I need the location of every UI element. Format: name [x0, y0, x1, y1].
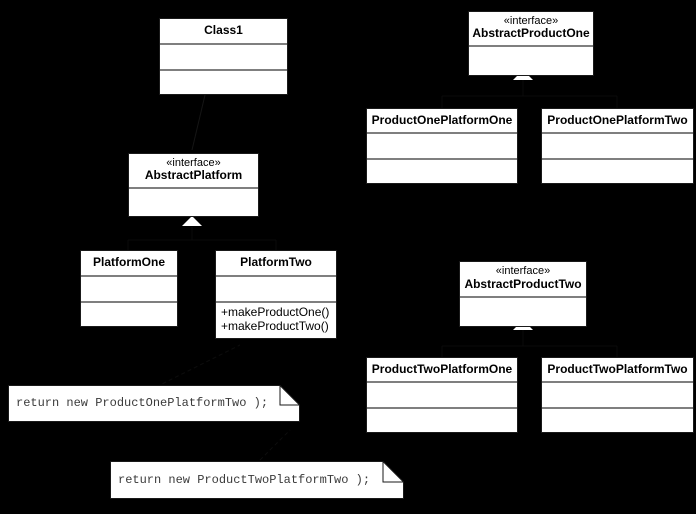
producttwoplatformone-attributes-compartment: [367, 381, 517, 407]
abstractplatform-header: «interface» AbstractPlatform: [129, 154, 258, 187]
abstractproducttwo-name: AbstractProductTwo: [464, 276, 582, 291]
producttwoplatformone-name: ProductTwoPlatformOne: [371, 361, 513, 376]
producttwoplatformone-header: ProductTwoPlatformOne: [367, 358, 517, 381]
producttwoplatformtwo-header: ProductTwoPlatformTwo: [542, 358, 693, 381]
class-box-class1[interactable]: Class1: [159, 18, 288, 95]
class-box-producttwoplatformtwo[interactable]: ProductTwoPlatformTwo: [541, 357, 694, 433]
producttwoplatformone-operations-compartment: [367, 406, 517, 432]
edge-note-one-anchor: [149, 344, 241, 391]
class1-attributes-compartment: [160, 43, 287, 69]
platformtwo-operation: +makeProductTwo(): [221, 319, 329, 334]
platformone-header: PlatformOne: [81, 251, 177, 275]
class-box-abstractproductone[interactable]: «interface» AbstractProductOne: [468, 11, 594, 76]
abstractproducttwo-members-compartment: [460, 296, 586, 326]
platformone-operations-compartment: [81, 300, 177, 326]
producttwoplatformtwo-operations-compartment: [542, 406, 693, 432]
class-box-platformtwo[interactable]: PlatformTwo +makeProductOne() +makeProdu…: [215, 250, 337, 339]
class-box-productoneplatformone[interactable]: ProductOnePlatformOne: [366, 108, 518, 184]
abstractplatform-members-compartment: [129, 187, 258, 216]
platformone-name: PlatformOne: [92, 255, 165, 270]
productoneplatformtwo-attributes-compartment: [542, 132, 693, 158]
class-box-platformone[interactable]: PlatformOne: [80, 250, 178, 327]
productoneplatformone-header: ProductOnePlatformOne: [367, 109, 517, 132]
platformone-attributes-compartment: [81, 275, 177, 301]
note-two[interactable]: return new ProductTwoPlatformTwo );: [110, 461, 404, 499]
edge-note-two-anchor: [254, 429, 291, 466]
generalization-arrow-abstractplatform: [182, 216, 202, 226]
abstractplatform-stereotype: «interface»: [166, 156, 221, 169]
productoneplatformone-operations-compartment: [367, 157, 517, 183]
class1-operations-compartment: [160, 68, 287, 94]
platformtwo-attributes-compartment: [216, 275, 336, 301]
abstractproducttwo-header: «interface» AbstractProductTwo: [460, 262, 586, 296]
abstractproductone-members-compartment: [469, 45, 593, 75]
abstractproductone-header: «interface» AbstractProductOne: [469, 12, 593, 45]
abstractplatform-name: AbstractPlatform: [144, 168, 243, 183]
productoneplatformtwo-operations-compartment: [542, 157, 693, 183]
producttwoplatformtwo-name: ProductTwoPlatformTwo: [547, 361, 688, 376]
productoneplatformone-name: ProductOnePlatformOne: [371, 112, 513, 127]
abstractproductone-name: AbstractProductOne: [472, 26, 590, 41]
productoneplatformtwo-name: ProductOnePlatformTwo: [547, 112, 688, 127]
abstractproductone-stereotype: «interface»: [503, 14, 559, 27]
class1-name: Class1: [204, 23, 243, 38]
platformtwo-operations-compartment: +makeProductOne() +makeProductTwo(): [216, 300, 336, 338]
edge-class1-abstractplatform: [191, 94, 206, 151]
class-box-productoneplatformtwo[interactable]: ProductOnePlatformTwo: [541, 108, 694, 184]
productoneplatformone-attributes-compartment: [367, 132, 517, 158]
platformtwo-header: PlatformTwo: [216, 251, 336, 275]
note-one-shape: [8, 385, 300, 422]
abstractproducttwo-stereotype: «interface»: [495, 265, 551, 278]
platformtwo-name: PlatformTwo: [240, 255, 312, 270]
class1-header: Class1: [160, 19, 287, 43]
note-two-text: return new ProductTwoPlatformTwo );: [118, 473, 371, 487]
class-box-abstractplatform[interactable]: «interface» AbstractPlatform: [128, 153, 259, 217]
note-two-shape: [110, 461, 404, 499]
note-one-text: return new ProductOnePlatformTwo );: [16, 396, 269, 410]
platformtwo-operation: +makeProductOne(): [221, 304, 330, 319]
note-one[interactable]: return new ProductOnePlatformTwo );: [8, 385, 300, 422]
productoneplatformtwo-header: ProductOnePlatformTwo: [542, 109, 693, 132]
class-box-producttwoplatformone[interactable]: ProductTwoPlatformOne: [366, 357, 518, 433]
producttwoplatformtwo-attributes-compartment: [542, 381, 693, 407]
class-box-abstractproducttwo[interactable]: «interface» AbstractProductTwo: [459, 261, 587, 327]
